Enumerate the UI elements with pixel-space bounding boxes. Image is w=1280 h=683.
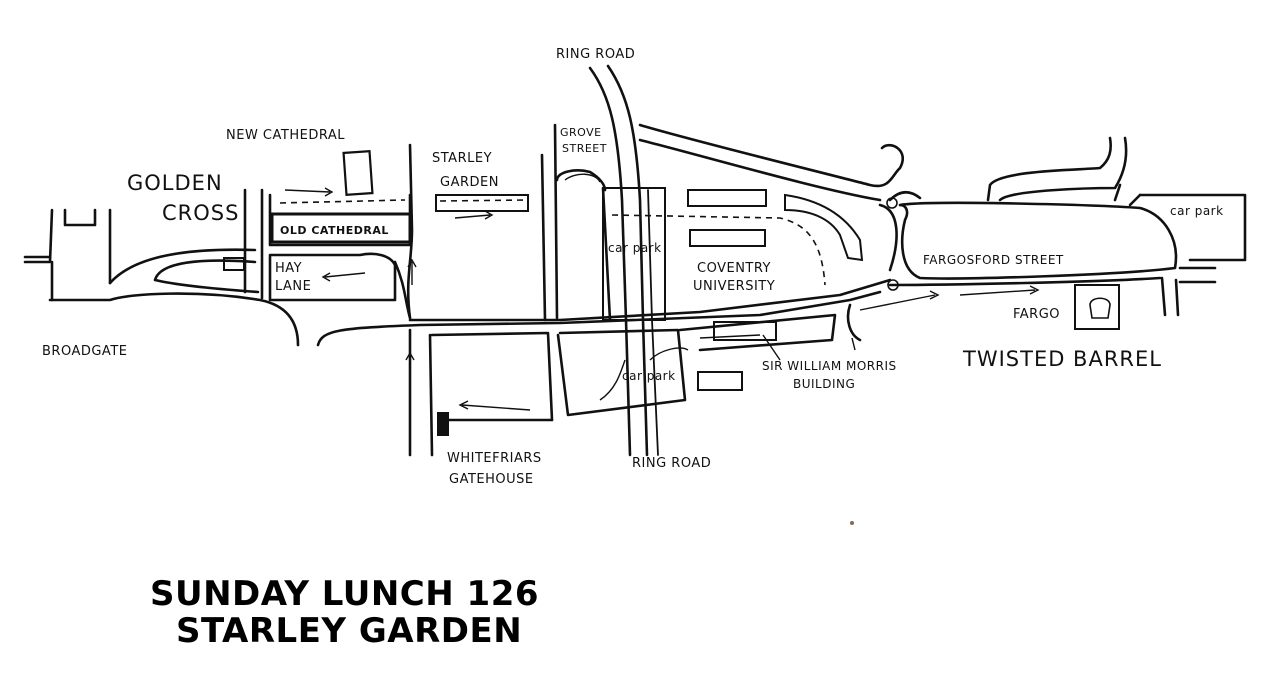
event-title: SUNDAY LUNCH 126 STARLEY GARDEN <box>150 574 539 651</box>
fargo-block <box>1074 284 1120 330</box>
label-fargosford: FARGOSFORD STREET <box>923 253 1064 267</box>
label-car-park-3: car park <box>622 369 676 383</box>
label-starley-line2: GARDEN <box>440 175 499 190</box>
university-building-2 <box>689 229 766 247</box>
paper-speck <box>850 521 854 525</box>
label-hay-line2: LANE <box>275 279 311 294</box>
fargo-pub-icon <box>1089 297 1111 319</box>
label-grove-line1: GROVE <box>560 126 602 139</box>
starley-garden-building <box>435 194 529 212</box>
roundabout-bottom <box>887 279 899 291</box>
label-old-cathedral: OLD CATHEDRAL <box>280 224 389 237</box>
university-building-1 <box>687 189 767 207</box>
whitefriars-gatehouse <box>437 412 449 436</box>
sir-william-building <box>713 321 777 341</box>
grove-car-park-block <box>602 187 666 321</box>
label-ring-road-bottom: RING ROAD <box>632 456 711 471</box>
map-labels: RING ROAD RING ROAD NEW CATHEDRAL STARLE… <box>42 47 1224 487</box>
label-car-park-2: car park <box>1170 204 1224 218</box>
title-line1: SUNDAY LUNCH 126 <box>150 574 539 614</box>
label-golden-line1: GOLDEN <box>127 171 223 195</box>
small-block <box>697 371 743 391</box>
roundabout-top <box>886 197 898 209</box>
label-whitefriars-line2: GATEHOUSE <box>449 472 534 487</box>
label-new-cathedral: NEW CATHEDRAL <box>226 128 345 143</box>
label-sir-william-line2: BUILDING <box>793 377 855 391</box>
label-sir-william-line1: SIR WILLIAM MORRIS <box>762 359 897 373</box>
new-cathedral-building <box>342 149 374 197</box>
label-golden-line2: CROSS <box>162 201 239 225</box>
road-network <box>23 64 1247 457</box>
label-grove-line2: STREET <box>562 142 607 155</box>
label-hay-line1: HAY <box>275 261 302 276</box>
golden-cross-pub <box>223 257 245 271</box>
label-starley-line1: STARLEY <box>432 151 492 166</box>
old-cathedral-building <box>270 212 412 244</box>
label-whitefriars-line1: WHITEFRIARS <box>447 451 542 466</box>
university-building-3 <box>784 193 864 262</box>
label-car-park-1: car park <box>608 241 662 255</box>
label-coventry-line1: COVENTRY <box>697 261 771 276</box>
label-twisted-barrel: TWISTED BARREL <box>962 347 1162 371</box>
label-coventry-line2: UNIVERSITY <box>693 279 775 294</box>
label-ring-road-top: RING ROAD <box>556 47 635 62</box>
label-fargo: FARGO <box>1013 307 1060 322</box>
buildings <box>223 149 1120 436</box>
label-broadgate: BROADGATE <box>42 344 127 359</box>
walking-routes <box>279 173 1040 411</box>
title-line2: STARLEY GARDEN <box>176 611 522 651</box>
